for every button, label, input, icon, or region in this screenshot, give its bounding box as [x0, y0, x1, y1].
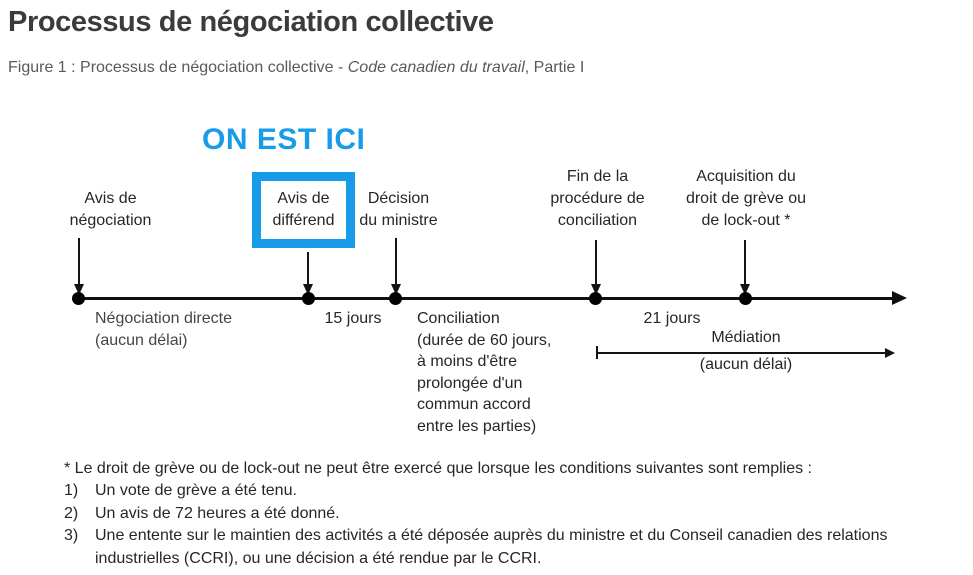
down-arrow-head-icon [74, 284, 84, 295]
milestone-label-decision-ministre: Décision du ministre [359, 190, 438, 229]
caption-italic: Code canadien du travail [347, 59, 525, 76]
mediation-line [597, 352, 885, 354]
down-arrow-head-icon [303, 284, 313, 295]
highlight-box-avis-differend: Avis de différend [252, 172, 355, 248]
down-arrow-line [78, 238, 80, 284]
segment-label-15-jours: 15 jours [324, 310, 382, 327]
down-arrow-head-icon [391, 284, 401, 295]
milestone-label-avis-negociation: Avis de négociation [69, 190, 152, 229]
page-title: Processus de négociation collective [8, 6, 494, 38]
footnote-intro: * Le droit de grève ou de lock-out ne pe… [64, 460, 812, 477]
mediation-arrowhead-icon [885, 348, 895, 358]
segment-label-negociation-directe: Négociation directe (aucun délai) [95, 310, 232, 349]
footnote-text: Une entente sur le maintien des activité… [95, 527, 888, 567]
down-arrow-line [744, 240, 746, 284]
timeline-axis [78, 297, 896, 300]
mediation-label: Médiation [711, 329, 781, 346]
down-arrow-line [395, 238, 397, 284]
timeline-node-decision-ministre [389, 292, 402, 305]
footnote-item-3: 3) Une entente sur le maintien des activ… [64, 525, 948, 570]
timeline-node-acquisition-droit [739, 292, 752, 305]
down-arrow-line [595, 240, 597, 284]
timeline-node-fin-conciliation [589, 292, 602, 305]
caption-suffix: , Partie I [524, 59, 585, 76]
milestone-label-avis-differend: Avis de différend [272, 190, 335, 229]
footnotes: * Le droit de grève ou de lock-out ne pe… [64, 458, 948, 570]
timeline-node-avis-differend [302, 292, 315, 305]
footnote-number: 1) [64, 482, 79, 500]
down-arrow-head-icon [591, 284, 601, 295]
down-arrow-line [307, 252, 309, 284]
footnote-number: 2) [64, 504, 79, 522]
footnote-item-1: 1) Un vote de grève a été tenu. [64, 480, 948, 502]
caption-prefix: Figure 1 : Processus de négociation coll… [8, 59, 348, 76]
milestone-label-fin-conciliation: Fin de la procédure de conciliation [550, 168, 645, 229]
segment-label-conciliation: Conciliation (durée de 60 jours, à moins… [417, 310, 552, 435]
down-arrow-head-icon [740, 284, 750, 295]
timeline-node-avis-negociation [72, 292, 85, 305]
figure-caption: Figure 1 : Processus de négociation coll… [8, 59, 584, 77]
footnote-text: Un vote de grève a été tenu. [95, 482, 297, 500]
mediation-sublabel: (aucun délai) [699, 356, 793, 373]
footnote-text: Un avis de 72 heures a été donné. [95, 504, 340, 522]
footnote-number: 3) [64, 527, 79, 545]
milestone-label-acquisition-droit: Acquisition du droit de grève ou de lock… [685, 168, 807, 229]
segment-label-21-jours: 21 jours [643, 310, 701, 327]
current-step-marker: ON EST ICI [202, 123, 366, 156]
footnote-item-2: 2) Un avis de 72 heures a été donné. [64, 503, 948, 525]
timeline-arrowhead-icon [892, 291, 907, 305]
